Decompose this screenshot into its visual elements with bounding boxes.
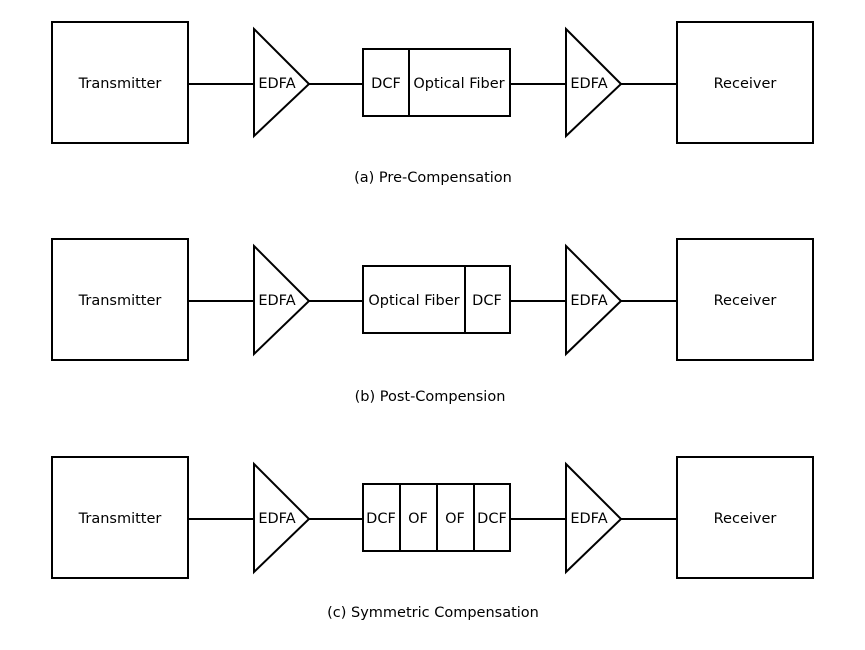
transmitter-label: Transmitter [78,293,162,309]
caption-pre-compensation: (a) Pre-Compensation [354,170,512,186]
edfa-in-label: EDFA [258,511,295,527]
receiver-label: Receiver [714,76,777,92]
of-second-label: OF [445,511,465,527]
edfa-out-label: EDFA [570,293,607,309]
transmitter-block [51,21,189,144]
dcf-segment [362,48,410,117]
dcf-label: DCF [472,293,502,309]
edfa-out-label: EDFA [570,76,607,92]
dcf-label: DCF [371,76,401,92]
edfa-amplifier-out [565,243,623,357]
caption-post-compensation: (b) Post-Compension [355,389,506,405]
receiver-block [676,238,814,361]
row-symmetric-compensation: Transmitter EDFA DCF OF OF DCF EDFA Rece… [51,456,814,621]
of-first-label: OF [408,511,428,527]
dcf-segment-second [473,483,511,552]
receiver-label: Receiver [714,293,777,309]
of-segment-first [399,483,438,552]
edfa-amplifier-in [253,243,311,357]
dcf-segment [464,265,511,334]
transmitter-block [51,456,189,579]
transmitter-label: Transmitter [78,511,162,527]
receiver-block [676,456,814,579]
edfa-amplifier-in [253,26,311,139]
dcf-segment-first [362,483,401,552]
optical-fiber-segment [408,48,511,117]
transmitter-label: Transmitter [78,76,162,92]
receiver-block [676,21,814,144]
edfa-amplifier-out [565,26,623,139]
transmitter-block [51,238,189,361]
edfa-in-label: EDFA [258,76,295,92]
edfa-in-label: EDFA [258,293,295,309]
optical-fiber-segment [362,265,466,334]
caption-symmetric-compensation: (c) Symmetric Compensation [327,605,539,621]
row-pre-compensation: Transmitter EDFA DCF Optical Fiber EDFA … [51,21,814,186]
edfa-amplifier-in [253,461,311,575]
dcf-second-label: DCF [477,511,507,527]
receiver-label: Receiver [714,511,777,527]
edfa-out-label: EDFA [570,511,607,527]
optical-fiber-label: Optical Fiber [413,76,504,92]
dcf-first-label: DCF [366,511,396,527]
row-post-compensation: Transmitter EDFA Optical Fiber DCF EDFA … [51,238,814,405]
optical-fiber-label: Optical Fiber [368,293,459,309]
edfa-amplifier-out [565,461,623,575]
